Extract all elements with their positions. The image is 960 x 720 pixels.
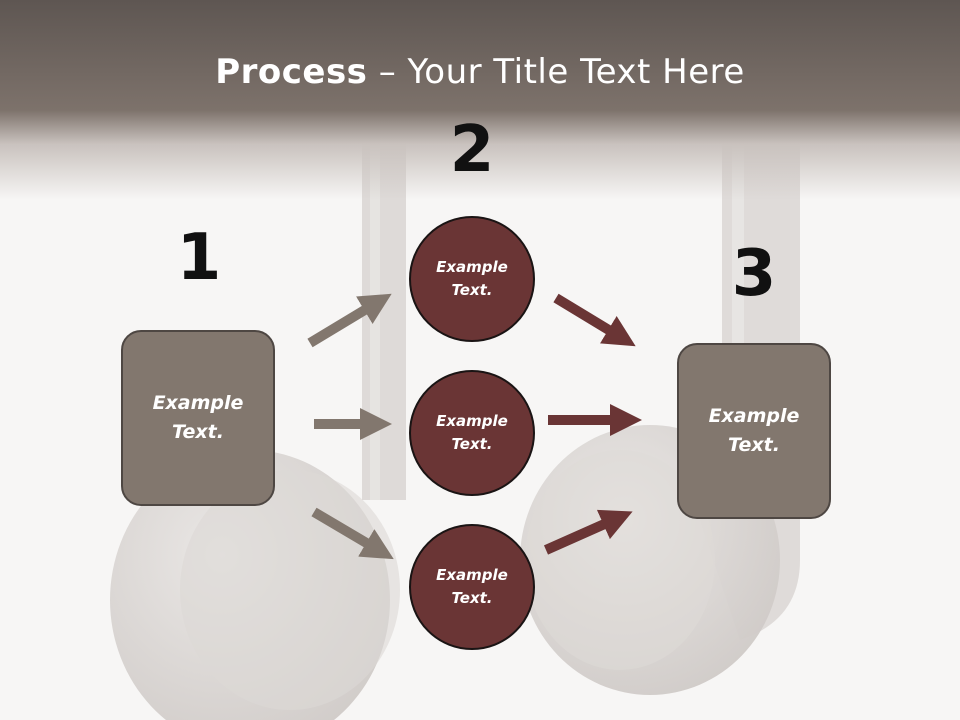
arrow-bottom-to-3 [543, 509, 633, 555]
step-3-box-text: Example Text. [708, 405, 800, 456]
step-1-box-text: Example Text. [152, 392, 244, 443]
step-3-box: Example Text. [677, 343, 831, 519]
title-bold: Process [215, 52, 368, 92]
arrow-1-to-top [307, 293, 392, 348]
step-1-box: Example Text. [121, 330, 275, 506]
slide-title: Process – Your Title Text Here [0, 52, 960, 92]
arrow-top-to-3 [553, 293, 636, 347]
step-number-2: 2 [449, 113, 495, 187]
arrow-1-to-bottom [311, 507, 394, 560]
step-2-circle-bottom: Example Text. [409, 524, 535, 650]
step-2-circle-middle: Example Text. [409, 370, 535, 496]
step-number-3: 3 [731, 237, 777, 311]
step-2-circle-top: Example Text. [409, 216, 535, 342]
title-rest: – Your Title Text Here [367, 52, 745, 92]
step-2-circle-top-text: Example Text. [436, 258, 508, 299]
step-2-circle-middle-text: Example Text. [436, 412, 508, 453]
header-band [0, 0, 960, 200]
step-2-circle-bottom-text: Example Text. [436, 566, 508, 607]
step-number-1: 1 [176, 221, 222, 295]
